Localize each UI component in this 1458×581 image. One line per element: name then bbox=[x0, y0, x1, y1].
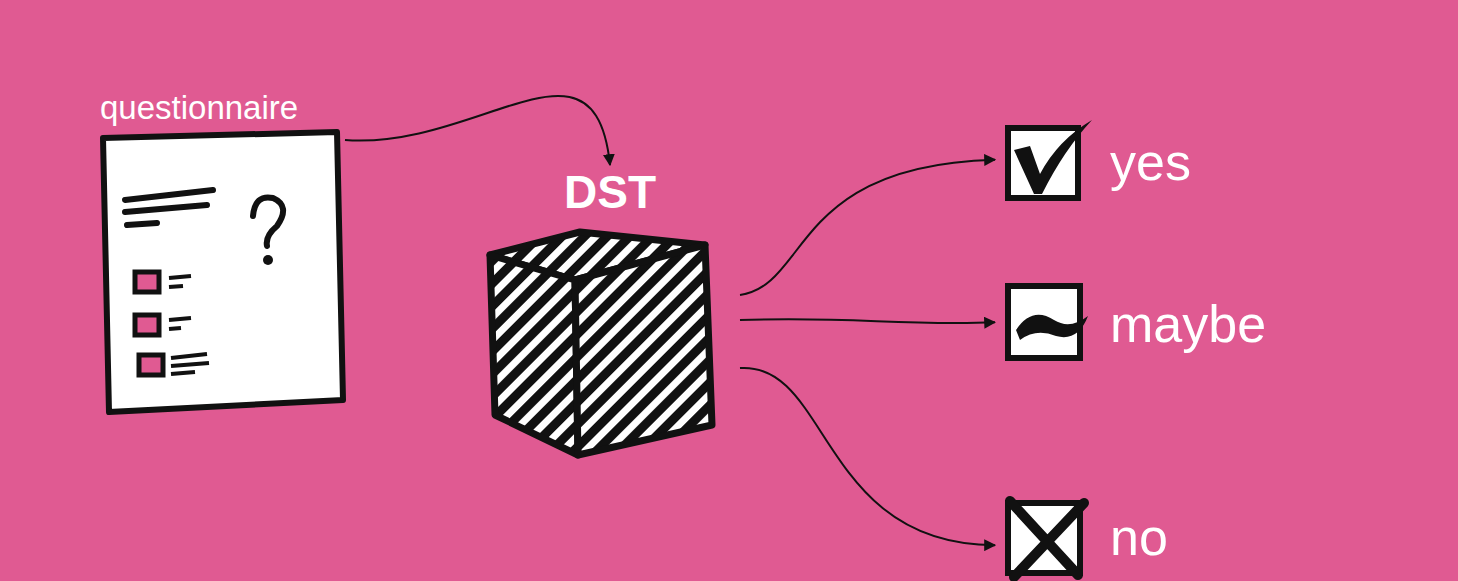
option-text bbox=[171, 354, 209, 374]
question-glyph bbox=[253, 197, 283, 246]
cross-mark bbox=[1010, 501, 1084, 577]
text-lines bbox=[125, 190, 213, 225]
cube-right bbox=[575, 245, 712, 455]
outcome-label: maybe bbox=[1110, 296, 1266, 353]
flow-arrow bbox=[740, 319, 995, 323]
flow-arrow bbox=[740, 160, 995, 295]
dst-node: DST bbox=[480, 165, 740, 465]
option-box bbox=[139, 355, 163, 375]
option-box bbox=[135, 272, 159, 292]
maybe-icon bbox=[1008, 286, 1088, 358]
option-text bbox=[169, 276, 191, 287]
outcome-node: no bbox=[995, 495, 1235, 580]
outcome-label: yes bbox=[1110, 134, 1191, 191]
outcome-node: maybe bbox=[995, 280, 1235, 370]
questionnaire-label: questionnaire bbox=[100, 90, 298, 126]
check-icon bbox=[1008, 120, 1092, 198]
option-box bbox=[135, 315, 159, 335]
check-mark bbox=[1014, 120, 1092, 194]
option-text bbox=[169, 318, 191, 329]
outcome-label: no bbox=[1110, 509, 1168, 566]
question-dot bbox=[263, 255, 273, 265]
questionnaire-sheet bbox=[103, 132, 343, 412]
tilde-mark bbox=[1016, 315, 1088, 340]
flow-arrow bbox=[345, 96, 610, 165]
outcome-node: yes bbox=[995, 115, 1235, 210]
flow-arrow bbox=[740, 368, 995, 545]
dst-label: DST bbox=[480, 167, 740, 218]
questionnaire-node: questionnaire bbox=[95, 90, 345, 415]
no-icon bbox=[1008, 501, 1084, 577]
cube-left bbox=[490, 255, 578, 455]
paper-outline bbox=[103, 132, 343, 412]
dst-cube bbox=[490, 232, 712, 455]
